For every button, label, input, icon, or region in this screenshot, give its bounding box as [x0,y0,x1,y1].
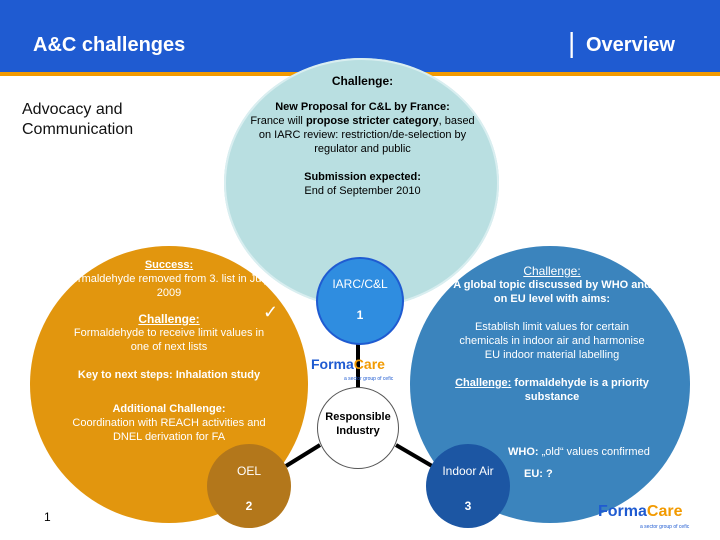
logo-tagline-footer: a sector group of cefic [640,524,690,530]
page-number: 1 [44,510,51,524]
success-title: Success: [144,259,194,271]
top-circle-text: Challenge: New Proposal for C&L by Franc… [250,74,475,198]
logo-forma-footer: Forma [598,503,647,520]
who-text: „old“ values confirmed [541,446,650,458]
section-title: Overview [586,34,675,56]
left-challenge-title: Challenge: [138,312,200,326]
submission-title: Submission expected: [304,171,421,183]
iarc-node: IARC/C&L 1 [316,257,404,345]
connector-indoor [394,443,434,468]
right-challenge-title: Challenge: [523,264,581,278]
who-label: WHO: [508,446,542,458]
right-aims: Establish limit values for certain chemi… [459,321,645,361]
responsible-industry-node: Responsible Industry [317,387,399,469]
success-text: formaldehyde removed from 3. list in Jul… [68,273,270,299]
indoor-number: 3 [464,499,472,513]
submission-text: End of September 2010 [304,185,421,197]
right-challenge2: Challenge: formaldehyde is a priority su… [452,376,652,404]
center-line2: Industry [336,425,380,437]
left-challenge-text: Formaldehyde to receive limit values in … [73,327,265,353]
oel-label: OEL [236,464,261,478]
right-challenge2-text: formaldehyde is a priority substance [511,377,649,403]
slide-title: A&C challenges [33,34,186,56]
iarc-number: 1 [356,308,364,322]
proposal-post: , based on IARC review: restriction/de-s… [258,115,475,155]
indoor-label: Indoor Air [442,464,494,478]
proposal-pre: France will [250,115,306,127]
right-challenge2-title: Challenge: [455,377,512,389]
indoor-air-node: Indoor Air 3 [426,444,510,528]
oel-node: OEL 2 [207,444,291,528]
connector-oel [284,443,322,468]
check-icon: ✓ [263,302,279,322]
logo-forma: Forma [311,356,354,372]
iarc-label: IARC/C&L [332,277,388,291]
logo-tagline-center: a sector group of cefic [344,376,394,382]
subtitle: Advocacy and Communication [22,101,134,138]
eu-line: EU: ? [524,468,553,480]
right-circle-text: Challenge: A global topic discussed by W… [452,264,652,404]
right-intro: A global topic discussed by WHO and on E… [453,279,651,305]
logo-care: Care [353,356,385,372]
left-circle-text: Success: formaldehyde removed from 3. li… [66,258,272,444]
title-separator: | [568,27,576,58]
top-heading: Challenge: [331,74,394,88]
proposal-title: New Proposal for C&L by France: [275,101,450,113]
additional-text: Coordination with REACH activities and D… [72,417,266,443]
logo-care-footer: Care [646,503,683,520]
proposal-bold: propose stricter category [305,115,439,127]
oel-number: 2 [245,499,253,513]
additional-title: Additional Challenge: [112,403,226,415]
key-steps: Key to next steps: Inhalation study [77,369,261,381]
center-line1: Responsible [325,411,391,423]
who-line: WHO: „old“ values confirmed [508,446,650,458]
proposal-body: France will propose stricter category, b… [250,114,475,156]
formacare-logo-footer: FormaCare [598,503,682,521]
formacare-logo-center: FormaCare [311,356,385,372]
